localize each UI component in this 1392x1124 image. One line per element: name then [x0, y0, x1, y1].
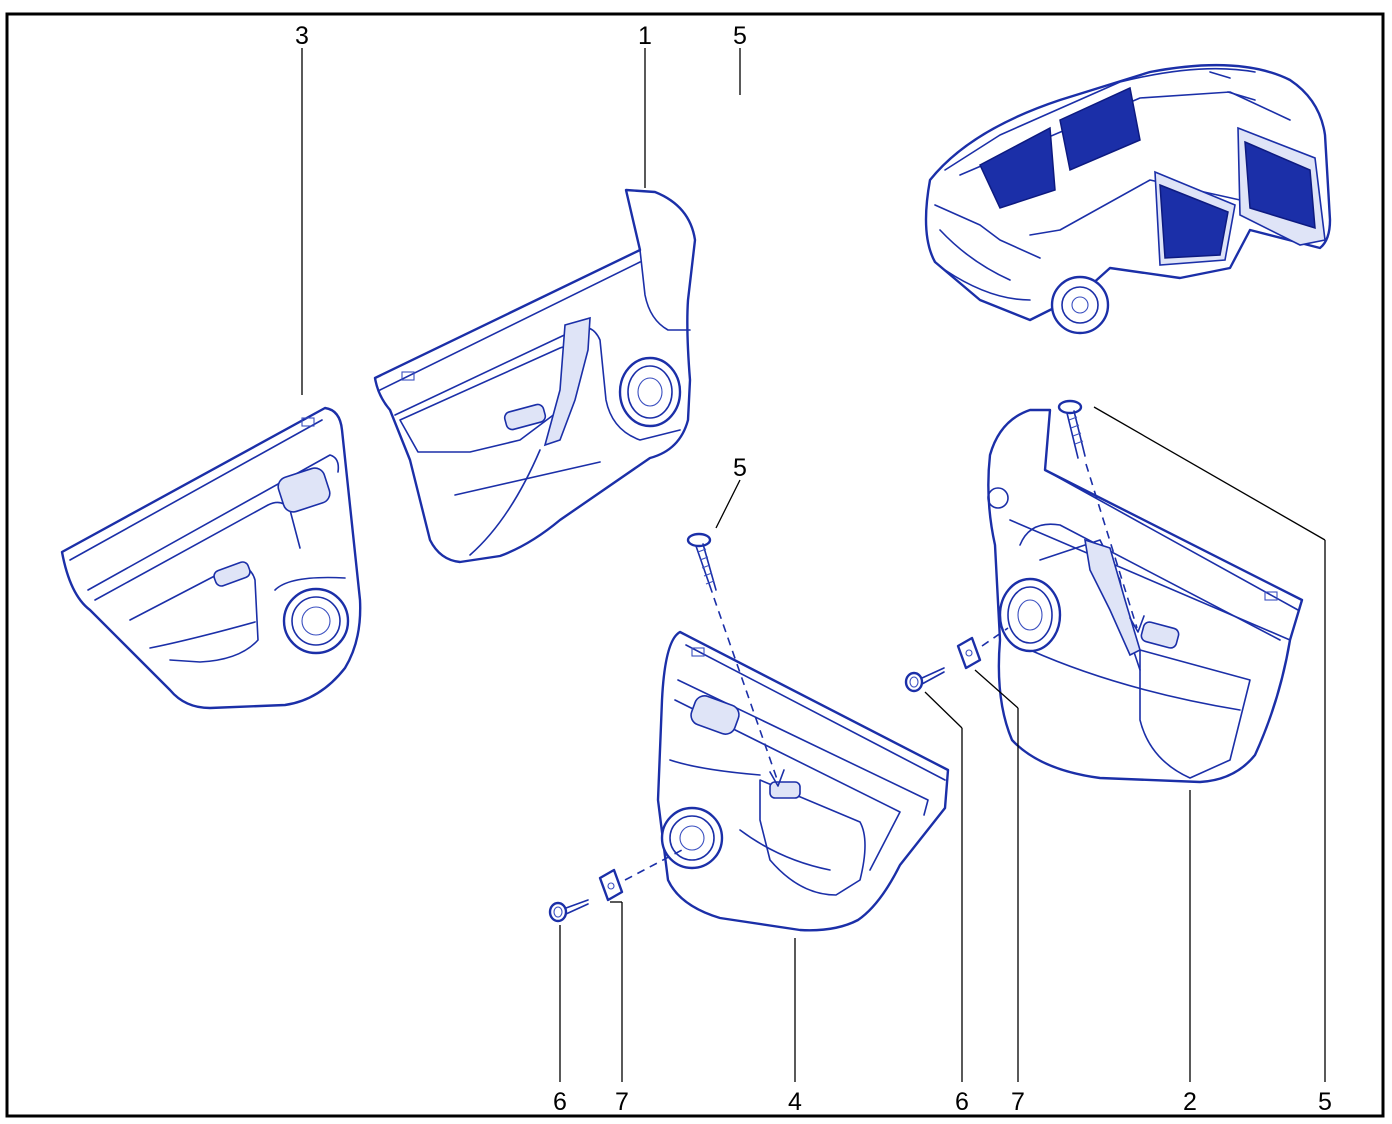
fastener-path-rear — [1085, 463, 1138, 629]
callout-4: 4 — [788, 1088, 802, 1116]
callout-5-top: 5 — [733, 22, 747, 50]
trim-screw-rear — [1057, 399, 1086, 459]
callout-7-right: 7 — [1011, 1088, 1025, 1116]
rear-right-door-panel — [656, 630, 950, 932]
callout-1: 1 — [638, 22, 652, 50]
fastener-path-front — [713, 597, 779, 783]
fastener-path-clip-right — [981, 627, 1009, 647]
fastener-path-clip-left — [624, 849, 683, 881]
callout-5-right: 5 — [1318, 1088, 1332, 1116]
callout-5-mid: 5 — [733, 454, 747, 482]
callout-6-right: 6 — [955, 1088, 969, 1116]
clip-right — [956, 636, 982, 670]
rear-left-door-panel — [60, 406, 362, 710]
clip-left — [598, 868, 624, 902]
trim-screw-front — [686, 532, 717, 593]
vehicle-locator — [924, 63, 1332, 335]
callout-3: 3 — [295, 22, 309, 50]
front-left-door-panel — [373, 188, 697, 564]
small-screw-left — [548, 899, 589, 923]
callout-2: 2 — [1183, 1088, 1197, 1116]
callout-7-left: 7 — [615, 1088, 629, 1116]
small-screw-right — [904, 667, 945, 693]
callout-6-left: 6 — [553, 1088, 567, 1116]
leader-lines — [301, 48, 1326, 1082]
front-right-door-panel — [987, 408, 1304, 784]
